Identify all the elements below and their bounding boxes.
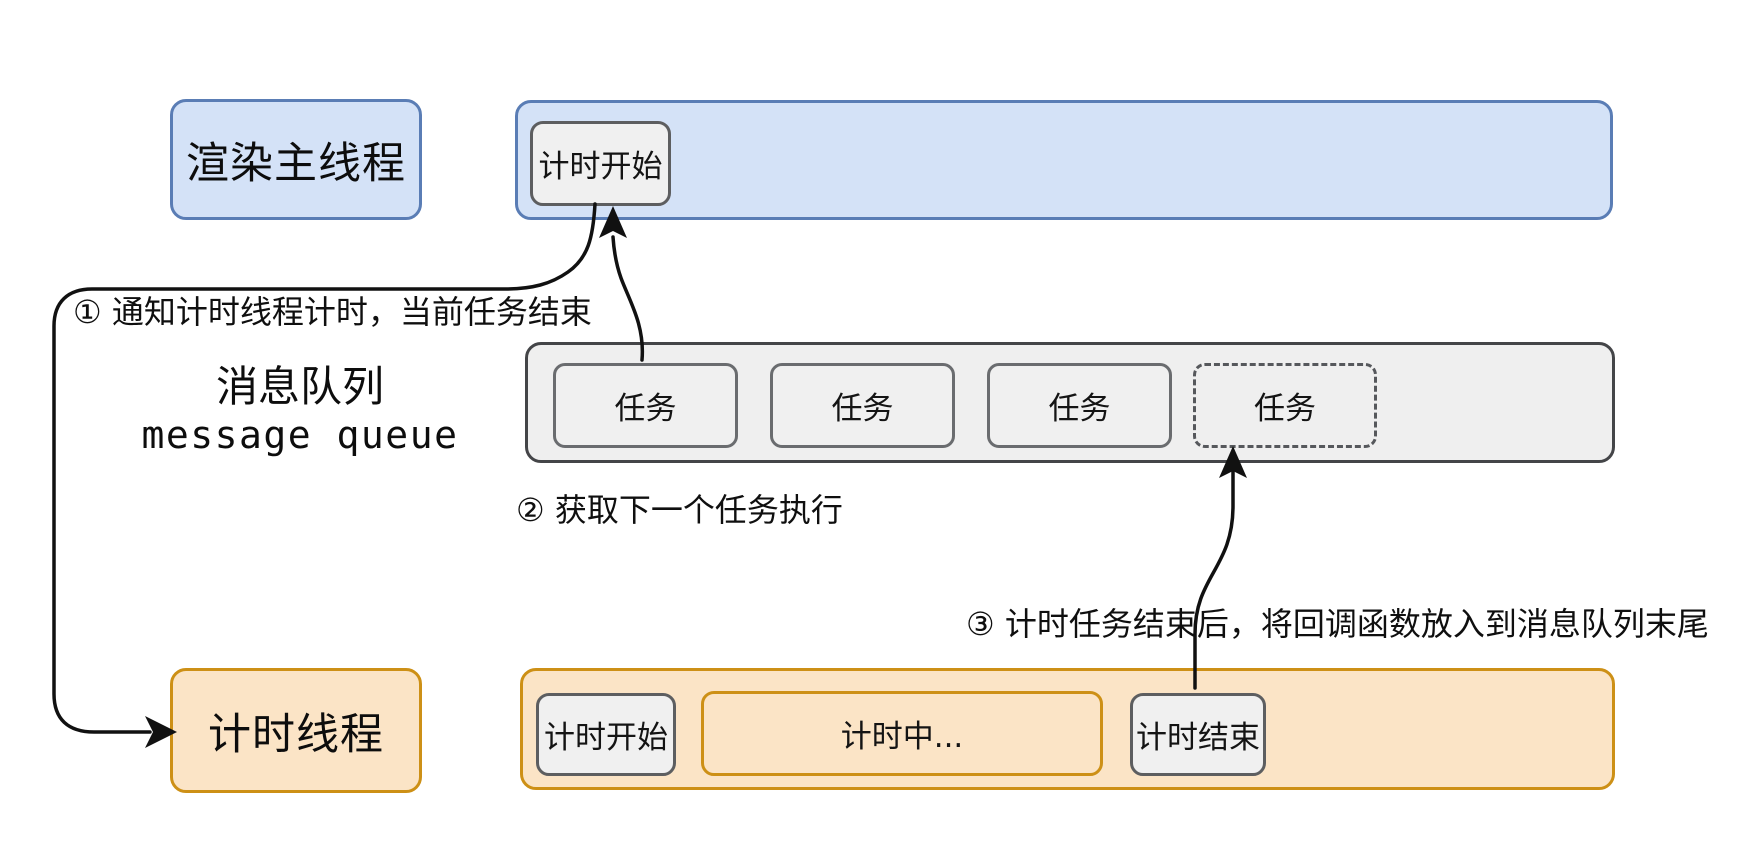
task-box-3: 任务 — [987, 363, 1172, 448]
timer-start-chip: 计时开始 — [530, 121, 671, 206]
message-queue-label: 消息队列 message queue — [90, 362, 510, 458]
timing-end-chip-label: 计时结束 — [1136, 720, 1260, 756]
task-label: 任务 — [1048, 391, 1111, 427]
timer-start-chip-label: 计时开始 — [538, 149, 663, 185]
task-label: 任务 — [1254, 391, 1316, 427]
timer-thread-label-box: 计时线程 — [170, 668, 422, 793]
timing-running-chip-label: 计时中... — [840, 719, 964, 755]
annotation-step2: ② 获取下一个任务执行 — [516, 491, 843, 529]
arrow-enqueue-callback — [1193, 446, 1247, 690]
render-thread-label-box: 渲染主线程 — [170, 99, 422, 220]
arrow-next-task-to-main-thread — [599, 206, 645, 362]
timing-running-chip: 计时中... — [701, 691, 1103, 776]
arrow-notify-timer-thread — [52, 202, 597, 748]
render-thread-bar: 计时开始 — [515, 100, 1613, 220]
timing-start-chip: 计时开始 — [536, 693, 676, 776]
timing-end-chip: 计时结束 — [1130, 693, 1266, 776]
task-box-2: 任务 — [770, 363, 955, 448]
task-label: 任务 — [614, 391, 677, 427]
queue-label-cn: 消息队列 — [215, 362, 384, 411]
timer-thread-label: 计时线程 — [208, 709, 384, 760]
annotation-step1: ① 通知计时线程计时，当前任务结束 — [73, 293, 592, 331]
message-queue-container: 任务 任务 任务 任务 — [525, 342, 1615, 463]
task-label: 任务 — [831, 391, 894, 427]
annotation-step3: ③ 计时任务结束后，将回调函数放入到消息队列末尾 — [966, 605, 1709, 643]
timer-thread-bar: 计时开始 计时中... 计时结束 — [520, 668, 1615, 790]
task-box-1: 任务 — [553, 363, 738, 448]
queue-label-en: message queue — [141, 413, 459, 457]
timing-start-chip-label: 计时开始 — [544, 720, 668, 756]
task-box-dashed-callback: 任务 — [1193, 363, 1377, 448]
render-thread-label: 渲染主线程 — [186, 138, 406, 189]
